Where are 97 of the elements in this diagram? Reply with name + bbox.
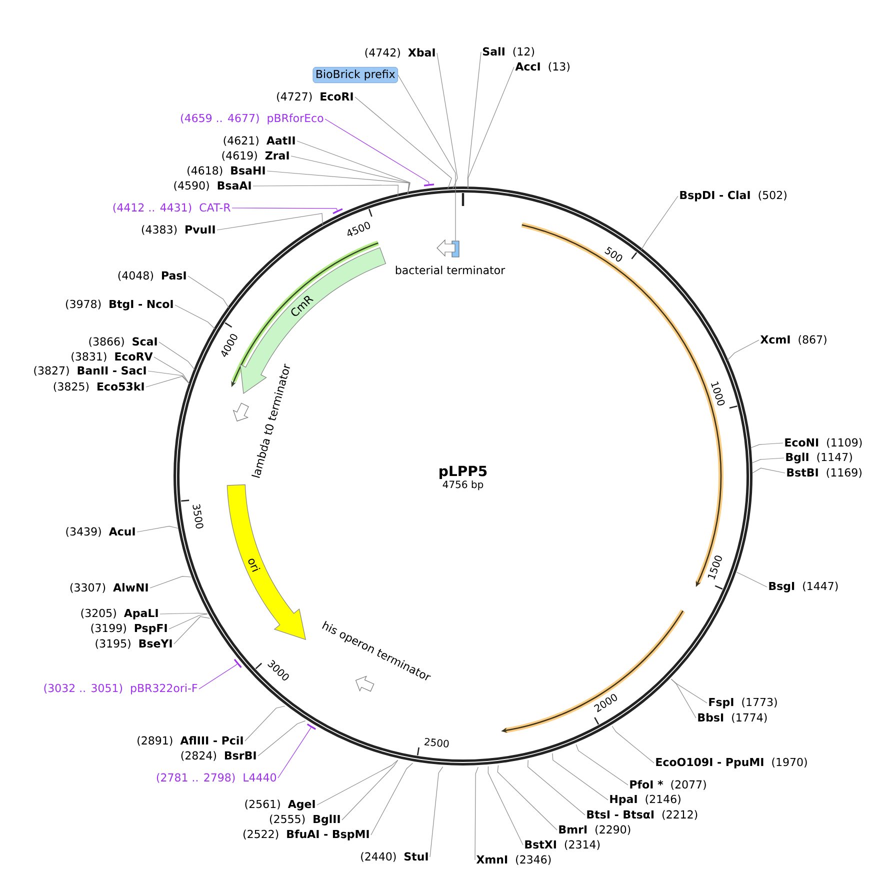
leader-line	[612, 726, 654, 764]
leader-line	[258, 720, 306, 756]
leader-line	[278, 727, 312, 778]
site-label: HpaI (2146)	[610, 794, 680, 806]
site-label: XcmI (867)	[760, 335, 826, 345]
tick-label: 3500	[192, 504, 204, 528]
site-label: (3978) BtgI - NcoI	[66, 300, 173, 310]
leader-line	[552, 753, 608, 800]
leader-line	[670, 678, 696, 718]
leader-line	[436, 52, 458, 189]
site-label: AccI (13)	[515, 62, 570, 72]
leader-line	[430, 766, 444, 858]
leader-line	[316, 760, 398, 806]
site-label: (3195) BseYI	[96, 639, 172, 649]
site-label: (2440) StuI	[361, 852, 428, 862]
site-label: BspDI - ClaI (502)	[680, 190, 786, 202]
site-label: (2555) BglII	[270, 814, 340, 826]
site-label: (4619) ZraI	[222, 151, 289, 161]
site-label: (3825) Eco53kI	[54, 382, 144, 392]
site-label: (3205) ApaLI	[81, 608, 158, 620]
site-label: (2891) AflIII - PciI	[138, 736, 243, 746]
leader-line	[398, 74, 456, 241]
leader-line	[736, 572, 768, 588]
leader-line	[136, 526, 178, 532]
site-label: (4618) BsaHI	[188, 166, 265, 176]
site-label: (3827) BanII - SacI	[34, 366, 146, 376]
leader-line	[154, 356, 190, 384]
leader-line	[266, 170, 410, 194]
site-label: (3439) AcuI	[66, 527, 135, 537]
primer-label: (2781 .. 2798) L4440	[156, 773, 276, 783]
feature-tag: BioBrick prefix	[312, 66, 398, 84]
leader-line	[342, 760, 398, 820]
leader-line	[160, 612, 208, 614]
tick-label: 4500	[348, 222, 370, 236]
leader-line	[198, 664, 238, 690]
site-label: EcoNI (1109)	[785, 438, 862, 448]
site-label: BtsI - BtsαI (2212)	[587, 810, 698, 820]
leader-line	[576, 744, 628, 786]
site-label: BstXI (2314)	[525, 840, 600, 850]
tick-label: 2500	[424, 738, 449, 748]
site-label: EcoO109I - PpuMI (1970)	[656, 758, 807, 768]
leader-line	[354, 96, 452, 190]
leader-line	[188, 276, 230, 308]
site-label: BstBI (1169)	[787, 468, 862, 478]
tick-label: 4000	[221, 334, 238, 357]
site-label: BsgI (1447)	[769, 582, 838, 592]
leader-line	[146, 376, 190, 388]
leader-line	[468, 66, 514, 189]
site-label: (2522) BfuAI - BspMI	[244, 830, 369, 840]
site-label: XmnI (2346)	[476, 855, 551, 865]
leader-line	[370, 762, 414, 836]
tick-label: 1000	[711, 382, 725, 406]
leader-line	[290, 156, 410, 194]
leader-line	[752, 468, 786, 474]
site-label: BmrI (2290)	[559, 825, 630, 835]
leader-line	[158, 342, 195, 370]
site-label: (3831) EcoRV	[72, 352, 153, 362]
site-label: (4621) AatII	[224, 136, 295, 146]
site-label: (3199) PspFI	[91, 624, 167, 634]
leader-line	[752, 458, 784, 464]
leader-line	[474, 766, 478, 860]
leader-line	[174, 304, 216, 330]
leader-line	[216, 213, 323, 230]
site-label: FspI (1773)	[709, 698, 777, 708]
leader-line	[750, 442, 784, 448]
site-label: (3307) AlwNI	[70, 583, 148, 593]
primer-label: (3032 .. 3051) pBR322ori-F	[44, 684, 198, 694]
site-label: (4048) PasI	[118, 271, 186, 281]
site-label: PfoI * (2077)	[630, 780, 706, 790]
leader-line	[174, 616, 210, 644]
site-label: (4727) EcoRI	[277, 92, 353, 102]
leader-line	[727, 340, 760, 361]
leader-line	[244, 706, 286, 742]
site-label: BglI (1147)	[786, 452, 852, 464]
site-label: BbsI (1774)	[698, 713, 767, 723]
site-label: (4742) XbaI	[365, 48, 435, 58]
leader-line	[488, 766, 524, 846]
leader-line	[528, 760, 586, 816]
leader-line	[252, 184, 398, 196]
site-label: (2561) AgeI	[245, 800, 315, 810]
site-label: (3866) ScaI	[89, 337, 157, 347]
site-label: (4590) BsaAI	[174, 181, 251, 191]
site-label: SalI (12)	[483, 47, 534, 57]
leader-line	[324, 118, 430, 184]
leader-line	[168, 614, 208, 630]
terminator-feature: bacterial terminator	[396, 239, 506, 274]
primer-label: (4659 .. 4677) pBRforEco	[181, 114, 324, 124]
leader-line	[150, 576, 192, 588]
site-label: (4383) PvuII	[142, 225, 215, 235]
node-label: bacterial terminator	[396, 266, 506, 274]
tick-label: 500	[604, 246, 622, 262]
tick-label: 1500	[708, 556, 722, 580]
leader-line	[232, 208, 338, 211]
primer-label: (4412 .. 4431) CAT-R	[113, 203, 230, 213]
site-label: (2824) BsrBI	[181, 751, 256, 761]
leader-line	[497, 765, 558, 830]
leader-line	[640, 196, 678, 250]
